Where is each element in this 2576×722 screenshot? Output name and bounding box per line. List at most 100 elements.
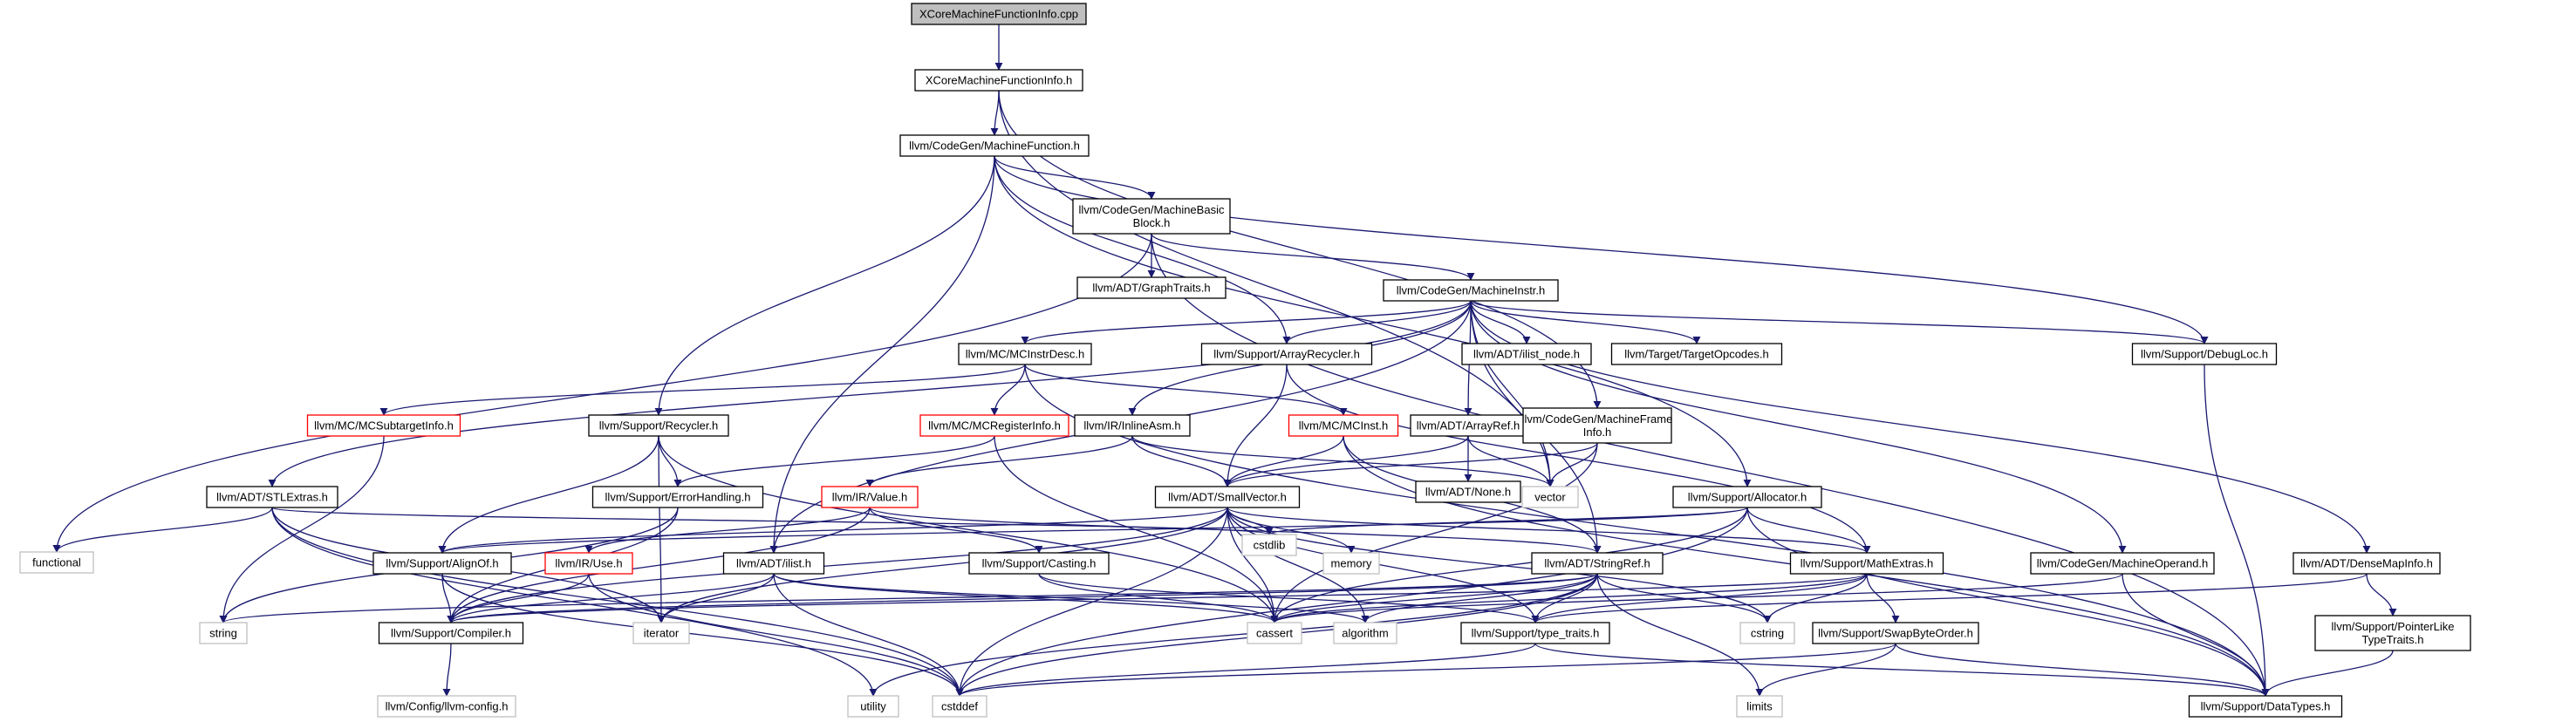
- node-mcinstrdesc[interactable]: llvm/MC/MCInstrDesc.h: [958, 343, 1092, 365]
- node-none[interactable]: llvm/ADT/None.h: [1415, 480, 1521, 503]
- node-inlineasm[interactable]: llvm/IR/InlineAsm.h: [1074, 414, 1191, 437]
- node-irvalue[interactable]: llvm/IR/Value.h: [821, 486, 919, 508]
- edge-iruse-to-compiler: [447, 573, 590, 623]
- node-algorithm[interactable]: algorithm: [1333, 622, 1397, 644]
- node-stlextras[interactable]: llvm/ADT/STLExtras.h: [206, 486, 338, 508]
- node-swapbyteorder[interactable]: llvm/Support/SwapByteOrder.h: [1812, 622, 1979, 644]
- node-string[interactable]: string: [199, 622, 248, 644]
- node-box-swapbyteorder: [1812, 622, 1979, 644]
- node-errorhandling[interactable]: llvm/Support/ErrorHandling.h: [591, 486, 764, 508]
- edge-smallvector-to-alignof: [438, 507, 1228, 554]
- node-recycler[interactable]: llvm/Support/Recycler.h: [588, 414, 729, 437]
- node-box-ilist: [722, 552, 825, 575]
- node-functional[interactable]: functional: [19, 551, 94, 574]
- node-box-cassert: [1247, 622, 1302, 644]
- node-ilist[interactable]: llvm/ADT/ilist.h: [722, 552, 825, 575]
- node-xcore_h[interactable]: XCoreMachineFunctionInfo.h: [914, 69, 1083, 92]
- node-label-mbb-line0: llvm/CodeGen/MachineBasic: [1079, 203, 1225, 216]
- node-mathextras[interactable]: llvm/Support/MathExtras.h: [1789, 552, 1944, 575]
- node-limits[interactable]: limits: [1736, 695, 1783, 718]
- node-debugloc[interactable]: llvm/Support/DebugLoc.h: [2131, 343, 2278, 365]
- edge-swapbyteorder-to-cstddef: [955, 643, 1896, 697]
- node-box-mcinstrdesc: [958, 343, 1092, 365]
- node-moperand[interactable]: llvm/CodeGen/MachineOperand.h: [2030, 552, 2215, 575]
- node-label-xcore_h: XCoreMachineFunctionInfo.h: [926, 74, 1072, 87]
- node-arrayref[interactable]: llvm/ADT/ArrayRef.h: [1410, 414, 1527, 437]
- edge-mframeinfo-to-smallvector: [1223, 442, 1598, 487]
- edge-arrayrecycler-to-smallvector: [1223, 364, 1288, 487]
- node-cstring[interactable]: cstring: [1739, 622, 1795, 644]
- edge-stlextras-to-functional: [52, 507, 273, 553]
- node-memory[interactable]: memory: [1322, 552, 1380, 575]
- node-label-mathextras: llvm/Support/MathExtras.h: [1800, 557, 1933, 570]
- node-casting[interactable]: llvm/Support/Casting.h: [968, 552, 1110, 575]
- node-iruse[interactable]: llvm/IR/Use.h: [544, 552, 633, 575]
- node-allocator[interactable]: llvm/Support/Allocator.h: [1672, 486, 1822, 508]
- node-label-algorithm: algorithm: [1342, 627, 1388, 640]
- edge-swapbyteorder-to-limits: [1755, 643, 1896, 697]
- nodes-layer: XCoreMachineFunctionInfo.cppXCoreMachine…: [19, 3, 2471, 718]
- node-box-recycler: [588, 414, 729, 437]
- node-label-ilist_node: llvm/ADT/ilist_node.h: [1473, 348, 1580, 361]
- node-label-inlineasm: llvm/IR/InlineAsm.h: [1083, 419, 1180, 433]
- node-box-cstdlib: [1241, 534, 1297, 556]
- node-label-irvalue: llvm/IR/Value.h: [832, 491, 907, 504]
- node-mcinst[interactable]: llvm/MC/MCInst.h: [1288, 414, 1399, 437]
- node-box-root: [911, 3, 1087, 25]
- node-label-allocator: llvm/Support/Allocator.h: [1688, 491, 1807, 504]
- node-typetraits[interactable]: llvm/Support/type_traits.h: [1460, 622, 1610, 644]
- node-utility[interactable]: utility: [847, 695, 899, 718]
- node-label-smallvector: llvm/ADT/SmallVector.h: [1168, 491, 1287, 504]
- edge-allocator-to-alignof: [438, 507, 1748, 554]
- node-graphtraits[interactable]: llvm/ADT/GraphTraits.h: [1076, 276, 1227, 299]
- node-vector[interactable]: vector: [1521, 486, 1579, 508]
- node-stringref[interactable]: llvm/ADT/StringRef.h: [1531, 552, 1664, 575]
- node-box-densemapinfo: [2292, 552, 2441, 575]
- node-label-llvmconfig: llvm/Config/llvm-config.h: [386, 700, 509, 713]
- node-box-typetraits: [1460, 622, 1610, 644]
- edge-mf-to-mbb: [994, 155, 1156, 200]
- node-box-arrayref: [1410, 414, 1527, 437]
- node-label-alignof: llvm/Support/AlignOf.h: [386, 557, 498, 570]
- edge-minstr-to-stlextras: [268, 300, 1472, 487]
- node-compiler[interactable]: llvm/Support/Compiler.h: [378, 622, 524, 644]
- node-cstdlib[interactable]: cstdlib: [1241, 534, 1297, 556]
- edge-pointerlike-to-datatypes: [2261, 650, 2394, 697]
- node-cassert[interactable]: cassert: [1247, 622, 1302, 644]
- node-cstddef[interactable]: cstddef: [932, 695, 987, 718]
- node-label-pointerlike-line1: TypeTraits.h: [2361, 633, 2423, 646]
- node-densemapinfo[interactable]: llvm/ADT/DenseMapInfo.h: [2292, 552, 2441, 575]
- node-llvmconfig[interactable]: llvm/Config/llvm-config.h: [377, 695, 516, 718]
- node-box-stlextras: [206, 486, 338, 508]
- node-datatypes[interactable]: llvm/Support/DataTypes.h: [2188, 695, 2343, 718]
- node-label-recycler: llvm/Support/Recycler.h: [599, 419, 719, 433]
- edge-typetraits-to-datatypes: [1534, 643, 2270, 697]
- node-targetopcodes[interactable]: llvm/Target/TargetOpcodes.h: [1610, 343, 1783, 365]
- edge-mf-to-allocator: [994, 155, 1752, 487]
- node-iterator[interactable]: iterator: [632, 622, 690, 644]
- edge-mathextras-to-compiler: [447, 573, 1868, 623]
- node-arrayrecycler[interactable]: llvm/Support/ArrayRecycler.h: [1200, 343, 1373, 365]
- node-box-debugloc: [2131, 343, 2278, 365]
- node-mcreginfo[interactable]: llvm/MC/MCRegisterInfo.h: [919, 414, 1069, 437]
- edge-smallvector-to-cstring: [1227, 507, 1772, 623]
- edge-minstr-to-targetopcodes: [1470, 300, 1701, 344]
- node-label-mcreginfo: llvm/MC/MCRegisterInfo.h: [928, 419, 1061, 433]
- node-box-mathextras: [1789, 552, 1944, 575]
- node-label-minstr: llvm/CodeGen/MachineInstr.h: [1397, 284, 1546, 297]
- node-box-moperand: [2030, 552, 2215, 575]
- node-ilist_node[interactable]: llvm/ADT/ilist_node.h: [1461, 343, 1592, 365]
- node-box-smallvector: [1154, 486, 1301, 508]
- edge-minstr-to-ilist_node: [1470, 300, 1531, 344]
- node-box-string: [199, 622, 248, 644]
- node-smallvector[interactable]: llvm/ADT/SmallVector.h: [1154, 486, 1301, 508]
- edge-mbb-to-minstr: [1151, 233, 1475, 281]
- node-mcsubtarget[interactable]: llvm/MC/MCSubtargetInfo.h: [306, 414, 461, 437]
- node-box-utility: [847, 695, 899, 718]
- node-alignof[interactable]: llvm/Support/AlignOf.h: [372, 552, 512, 575]
- node-minstr[interactable]: llvm/CodeGen/MachineInstr.h: [1383, 279, 1559, 302]
- node-mf[interactable]: llvm/CodeGen/MachineFunction.h: [899, 134, 1090, 157]
